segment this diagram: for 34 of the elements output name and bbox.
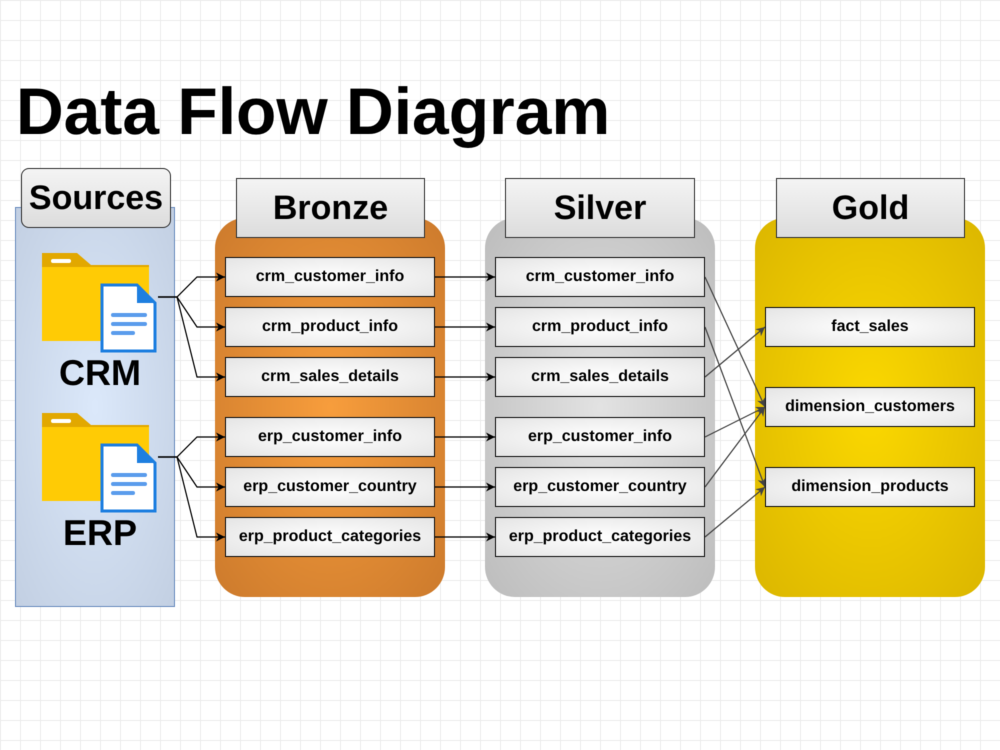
source-label: CRM — [58, 355, 142, 391]
table-box: erp_product_categories — [225, 517, 435, 557]
layer-header: Gold — [776, 178, 965, 238]
arrow — [158, 296, 225, 382]
arrow — [435, 372, 495, 382]
arrow — [704, 406, 766, 488]
arrow — [435, 532, 495, 542]
table-box: erp_product_categories — [495, 517, 705, 557]
source-label: ERP — [62, 515, 138, 551]
table-box: crm_sales_details — [495, 357, 705, 397]
layer-header: Bronze — [236, 178, 425, 238]
table-box: crm_product_info — [225, 307, 435, 347]
arrow — [704, 326, 766, 488]
arrow — [704, 326, 766, 378]
table-box: erp_customer_info — [225, 417, 435, 457]
arrow — [435, 272, 495, 282]
table-box: erp_customer_info — [495, 417, 705, 457]
table-box: crm_sales_details — [225, 357, 435, 397]
arrow — [435, 482, 495, 492]
table-box: crm_customer_info — [495, 257, 705, 297]
table-box: crm_product_info — [495, 307, 705, 347]
table-box: erp_customer_country — [225, 467, 435, 507]
table-box: crm_customer_info — [225, 257, 435, 297]
arrow — [704, 406, 766, 438]
arrow — [704, 486, 766, 538]
arrow — [435, 322, 495, 332]
arrow — [435, 432, 495, 442]
layer-header: Sources — [21, 168, 171, 228]
table-box: dimension_products — [765, 467, 975, 507]
table-box: dimension_customers — [765, 387, 975, 427]
table-box: erp_customer_country — [495, 467, 705, 507]
table-box: fact_sales — [765, 307, 975, 347]
arrow — [158, 456, 225, 542]
layer-header: Silver — [505, 178, 695, 238]
